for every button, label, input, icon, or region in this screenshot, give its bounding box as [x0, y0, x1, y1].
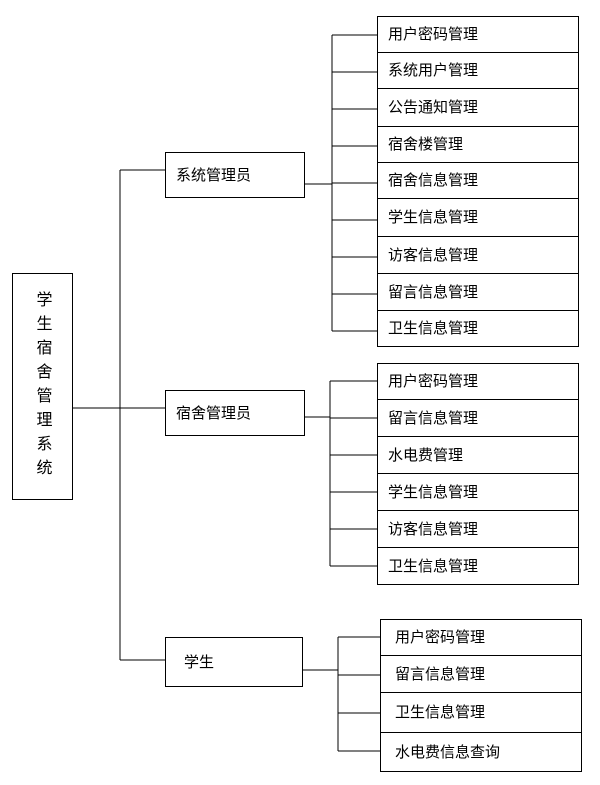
- function-node: 访客信息管理: [377, 236, 579, 274]
- function-node: 水电费信息查询: [380, 732, 582, 772]
- function-node: 水电费管理: [377, 436, 579, 474]
- root-label: 学生宿舍管理系统: [33, 290, 53, 483]
- role-node-student: 学生: [165, 637, 303, 687]
- function-node: 留言信息管理: [380, 655, 582, 693]
- function-node: 卫生信息管理: [380, 692, 582, 733]
- function-node: 宿舍信息管理: [377, 162, 579, 199]
- function-label: 用户密码管理: [388, 372, 479, 390]
- function-label: 水电费信息查询: [395, 742, 501, 761]
- function-node: 用户密码管理: [377, 363, 579, 400]
- function-node: 宿舍楼管理: [377, 126, 579, 163]
- root-node: 学生宿舍管理系统: [12, 273, 73, 500]
- function-label: 系统用户管理: [388, 61, 479, 79]
- function-label: 留言信息管理: [388, 408, 479, 427]
- function-node: 学生信息管理: [377, 473, 579, 511]
- function-node: 用户密码管理: [380, 619, 582, 656]
- function-label: 公告通知管理: [388, 98, 479, 116]
- role-node-system-admin: 系统管理员: [165, 152, 305, 198]
- function-label: 宿舍信息管理: [388, 171, 479, 189]
- function-label: 卫生信息管理: [388, 319, 479, 337]
- function-label: 访客信息管理: [388, 245, 479, 264]
- function-label: 宿舍楼管理: [388, 135, 464, 153]
- function-node: 留言信息管理: [377, 399, 579, 437]
- role-label: 系统管理员: [176, 165, 252, 184]
- function-node: 公告通知管理: [377, 88, 579, 127]
- function-label: 访客信息管理: [388, 519, 479, 538]
- function-label: 学生信息管理: [388, 482, 479, 501]
- function-node: 卫生信息管理: [377, 547, 579, 585]
- function-node: 留言信息管理: [377, 273, 579, 311]
- function-label: 水电费管理: [388, 445, 464, 464]
- role-label: 学生: [184, 652, 215, 671]
- function-label: 留言信息管理: [395, 664, 486, 683]
- role-node-dorm-admin: 宿舍管理员: [165, 390, 305, 436]
- function-node: 用户密码管理: [377, 16, 579, 53]
- function-label: 卫生信息管理: [395, 703, 486, 721]
- function-node: 访客信息管理: [377, 510, 579, 548]
- function-label: 用户密码管理: [395, 628, 486, 646]
- function-node: 学生信息管理: [377, 198, 579, 237]
- role-label: 宿舍管理员: [176, 403, 252, 422]
- function-label: 卫生信息管理: [388, 556, 479, 575]
- function-node: 系统用户管理: [377, 52, 579, 89]
- function-label: 留言信息管理: [388, 282, 479, 301]
- function-label: 用户密码管理: [388, 25, 479, 43]
- function-node: 卫生信息管理: [377, 310, 579, 347]
- function-label: 学生信息管理: [388, 208, 479, 226]
